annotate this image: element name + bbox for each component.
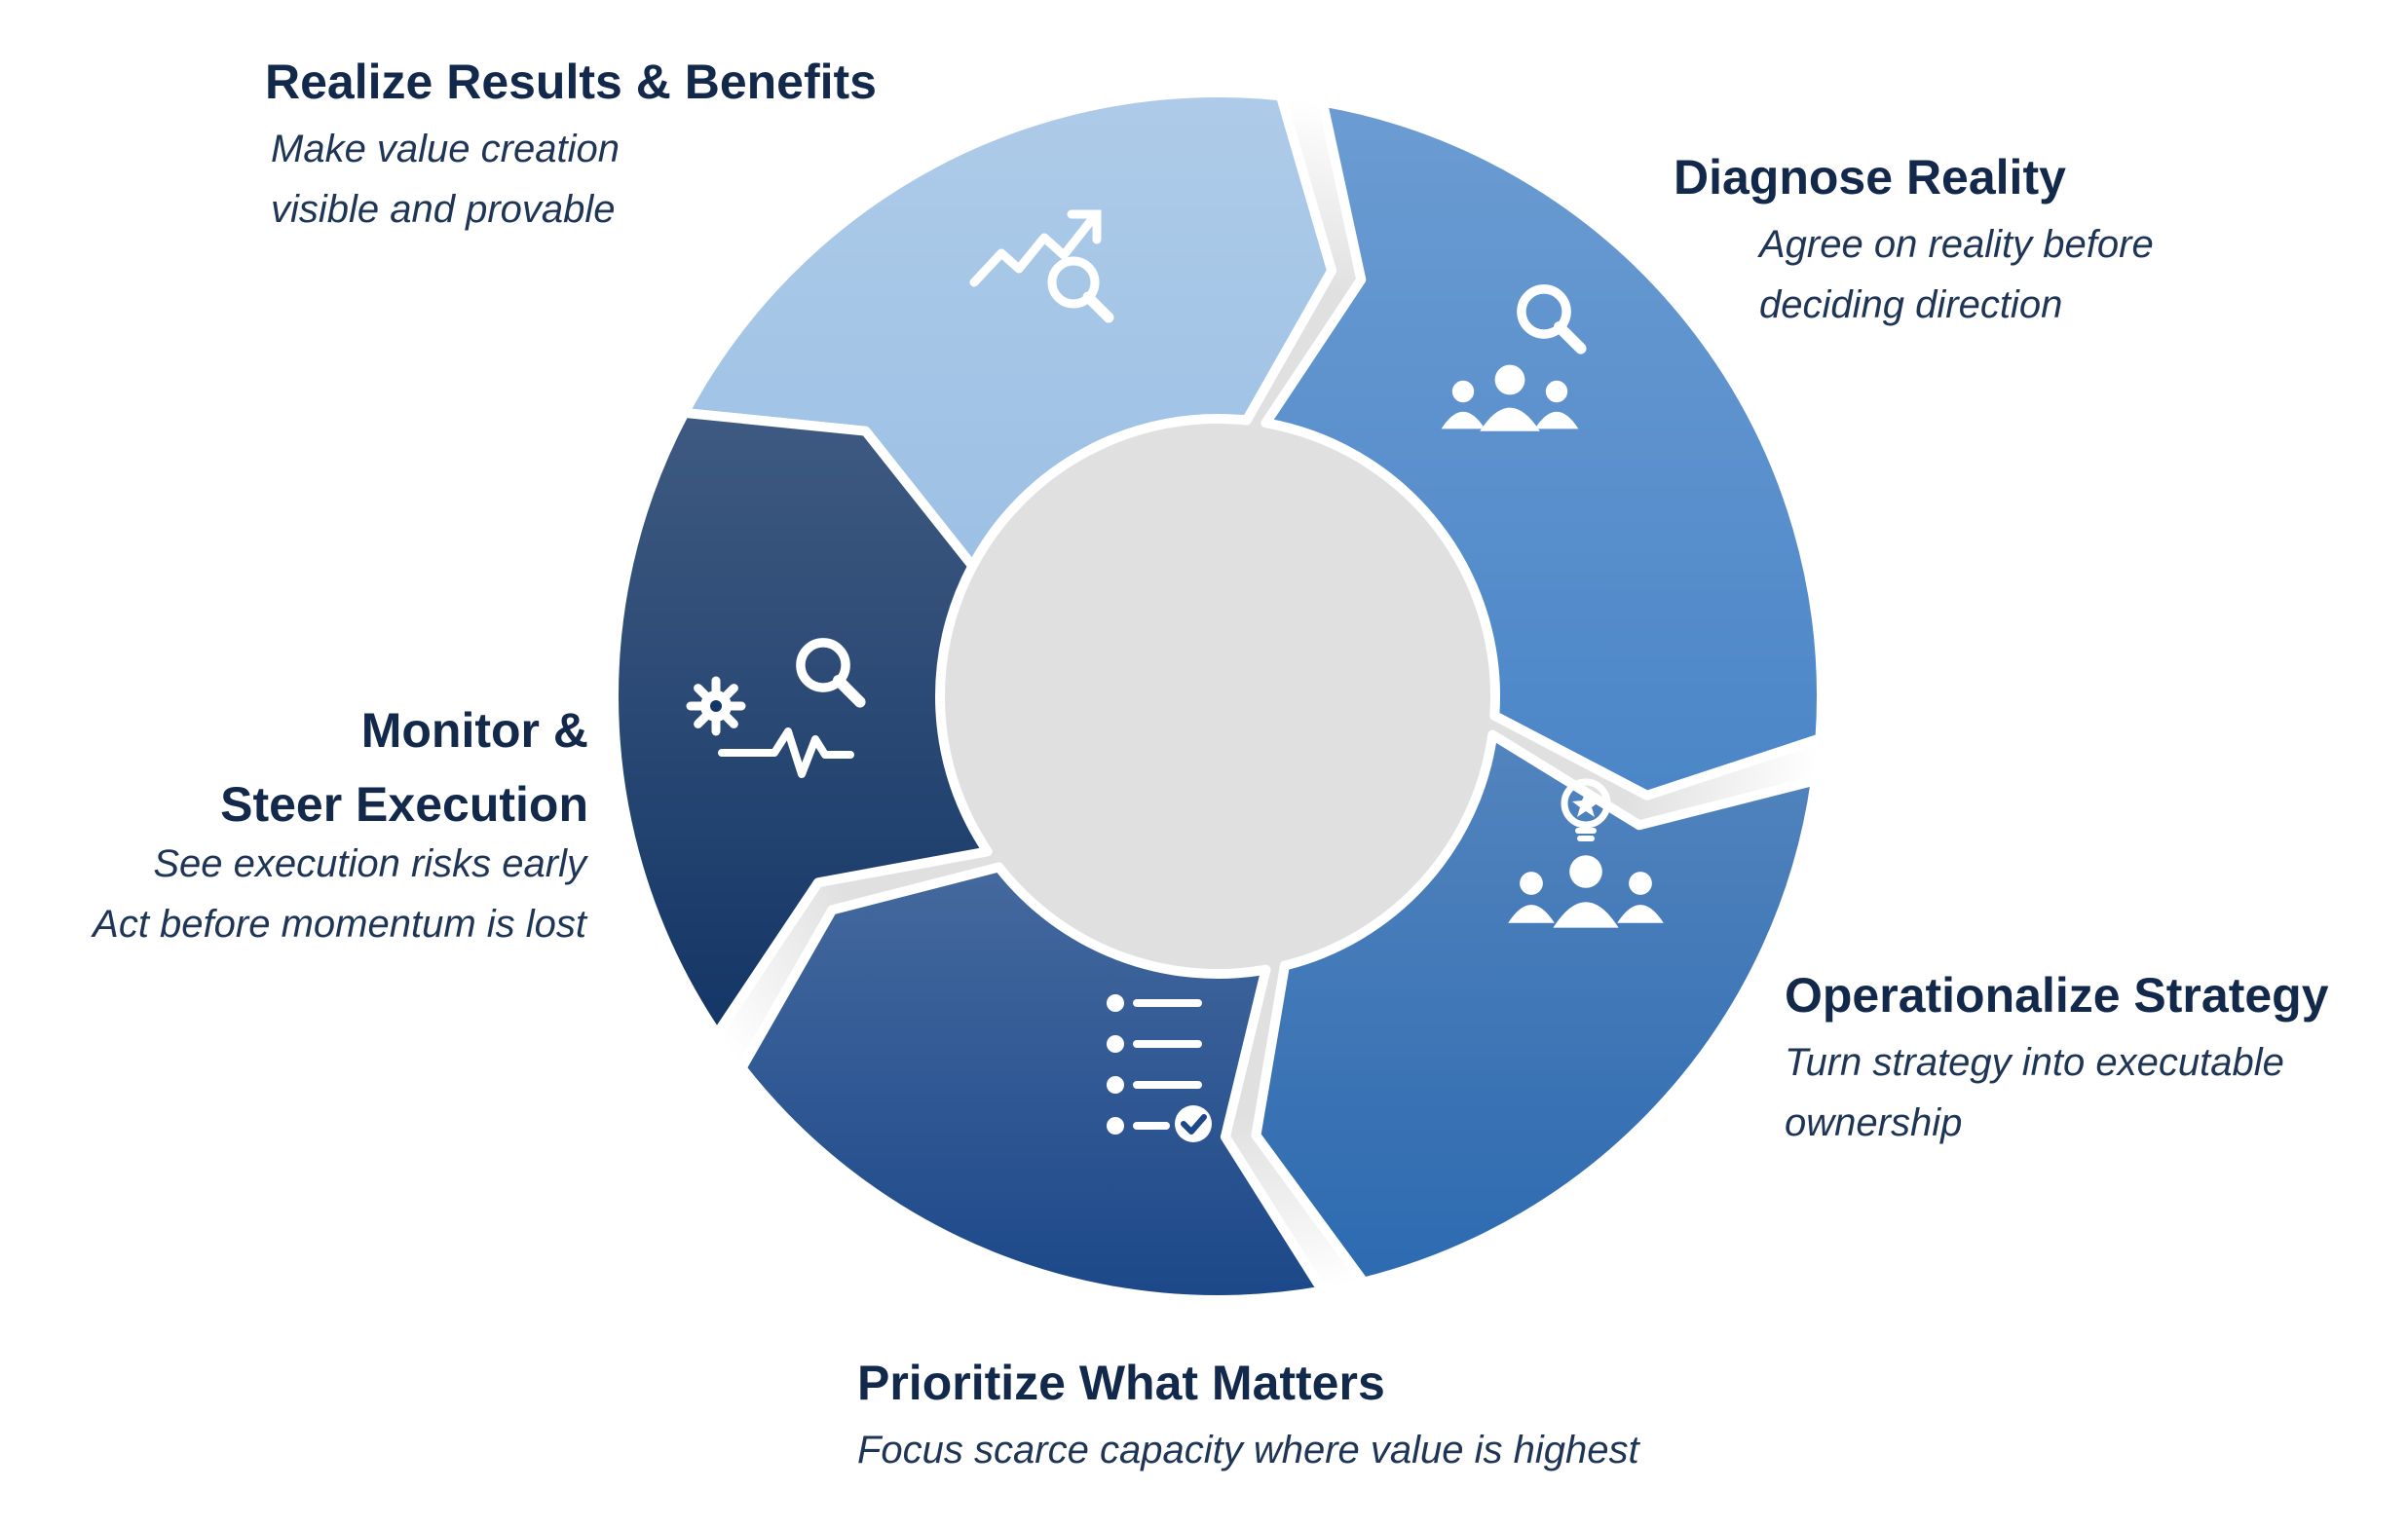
segment-shine-realize xyxy=(684,93,1333,567)
monitor-desc-line-1: See execution risks early xyxy=(153,842,586,885)
team-idea-icon xyxy=(1508,778,1664,928)
segment-shine-prioritize xyxy=(741,867,1323,1301)
realize-desc-line-1: Make value creation xyxy=(271,128,620,170)
diagnose-desc-line-2: deciding direction xyxy=(1759,283,2063,326)
operationalize-desc-line-2: ownership xyxy=(1785,1101,1963,1144)
prioritize-desc-line-1: Focus scarce capacity where value is hig… xyxy=(857,1429,1639,1471)
segment-shine-operationalize xyxy=(1256,734,1816,1283)
checklist-icon xyxy=(1107,994,1212,1142)
monitor-title-line-2: Steer Execution xyxy=(220,777,588,832)
label-monitor: Monitor & Steer Execution xyxy=(220,693,588,841)
segment-shine-diagnose xyxy=(1265,101,1822,796)
label-operationalize: Operationalize Strategy Turn strategy in… xyxy=(1785,958,2329,1153)
label-realize: Realize Results & Benefits Make value cr… xyxy=(265,45,877,240)
gear-pulse-search-icon xyxy=(686,638,866,778)
realize-title: Realize Results & Benefits xyxy=(265,55,877,109)
label-prioritize: Prioritize What Matters Focus scarce cap… xyxy=(857,1346,1639,1480)
monitor-title-line-1: Monitor & xyxy=(360,703,588,758)
diagnose-title: Diagnose Reality xyxy=(1674,150,2066,205)
diagnose-desc-line-1: Agree on reality before xyxy=(1759,223,2154,266)
operationalize-title: Operationalize Strategy xyxy=(1785,968,2329,1023)
team-search-icon xyxy=(1441,284,1587,431)
monitor-desc-line-2: Act before momentum is lost xyxy=(93,903,586,946)
label-monitor-desc: See execution risks early Act before mom… xyxy=(93,834,586,954)
prioritize-title: Prioritize What Matters xyxy=(857,1356,1385,1410)
segment-shine-monitor xyxy=(614,412,988,1034)
operationalize-desc-line-1: Turn strategy into executable xyxy=(1785,1041,2284,1084)
realize-desc-line-2: visible and provable xyxy=(271,188,616,231)
label-diagnose: Diagnose Reality Agree on reality before… xyxy=(1674,140,2154,335)
trend-search-icon xyxy=(969,209,1114,323)
